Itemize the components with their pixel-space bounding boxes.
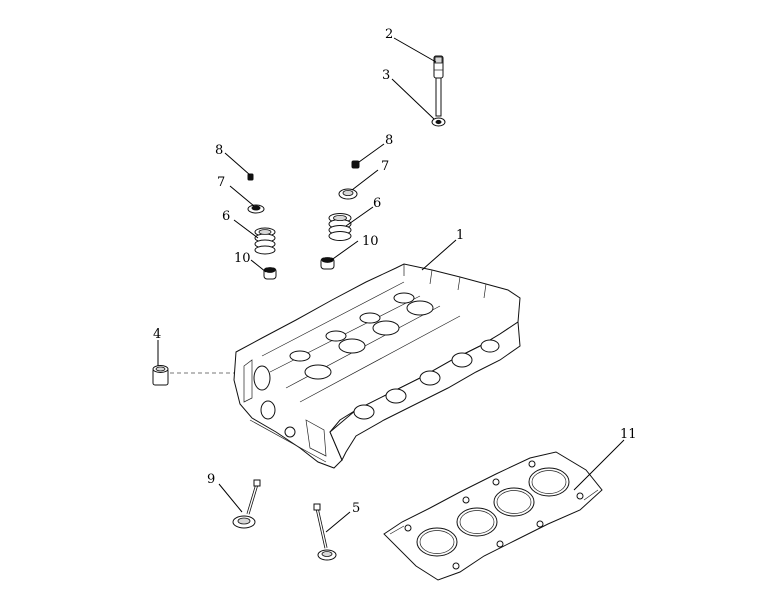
part-1-cylinder-head [233,263,521,469]
callout-9: 9 [207,472,215,487]
part-4-plug [152,365,234,386]
part-8-valve-keeper-left [247,173,254,181]
cylinder-head-ports [353,339,500,420]
part-10-stem-seal-left [263,267,277,280]
part-11-head-gasket [383,451,603,581]
callout-1: 1 [456,228,464,243]
callout-10-left: 10 [234,251,251,266]
cylinder-head-bearing-caps [289,292,434,380]
cylinder-head-front-end [243,359,327,457]
callout-4: 4 [153,327,161,342]
part-6-valve-spring-left [254,227,276,255]
part-9-intake-valve [232,479,261,529]
callout-5: 5 [352,501,360,516]
part-2-head-bolt [433,55,444,117]
callout-labels: 2 3 1 4 5 6 6 7 7 8 8 9 10 10 11 [153,27,637,516]
callout-11: 11 [620,427,637,442]
part-5-exhaust-valve [313,503,337,561]
callout-8-left: 8 [215,143,223,158]
callout-6-left: 6 [222,209,230,224]
callout-7-right: 7 [381,159,389,174]
callout-8-right: 8 [385,133,393,148]
callout-6-right: 6 [373,196,381,211]
callout-3: 3 [382,68,390,83]
part-7-retainer-left [247,204,265,214]
callout-2: 2 [385,27,393,42]
part-7-retainer-right [338,188,358,200]
part-3-washer [431,117,446,127]
leader-lines [157,37,625,533]
part-8-valve-keeper-right [351,160,360,169]
callout-7-left: 7 [217,175,225,190]
part-6-valve-spring-right [328,213,352,241]
callout-10-right: 10 [362,234,379,249]
